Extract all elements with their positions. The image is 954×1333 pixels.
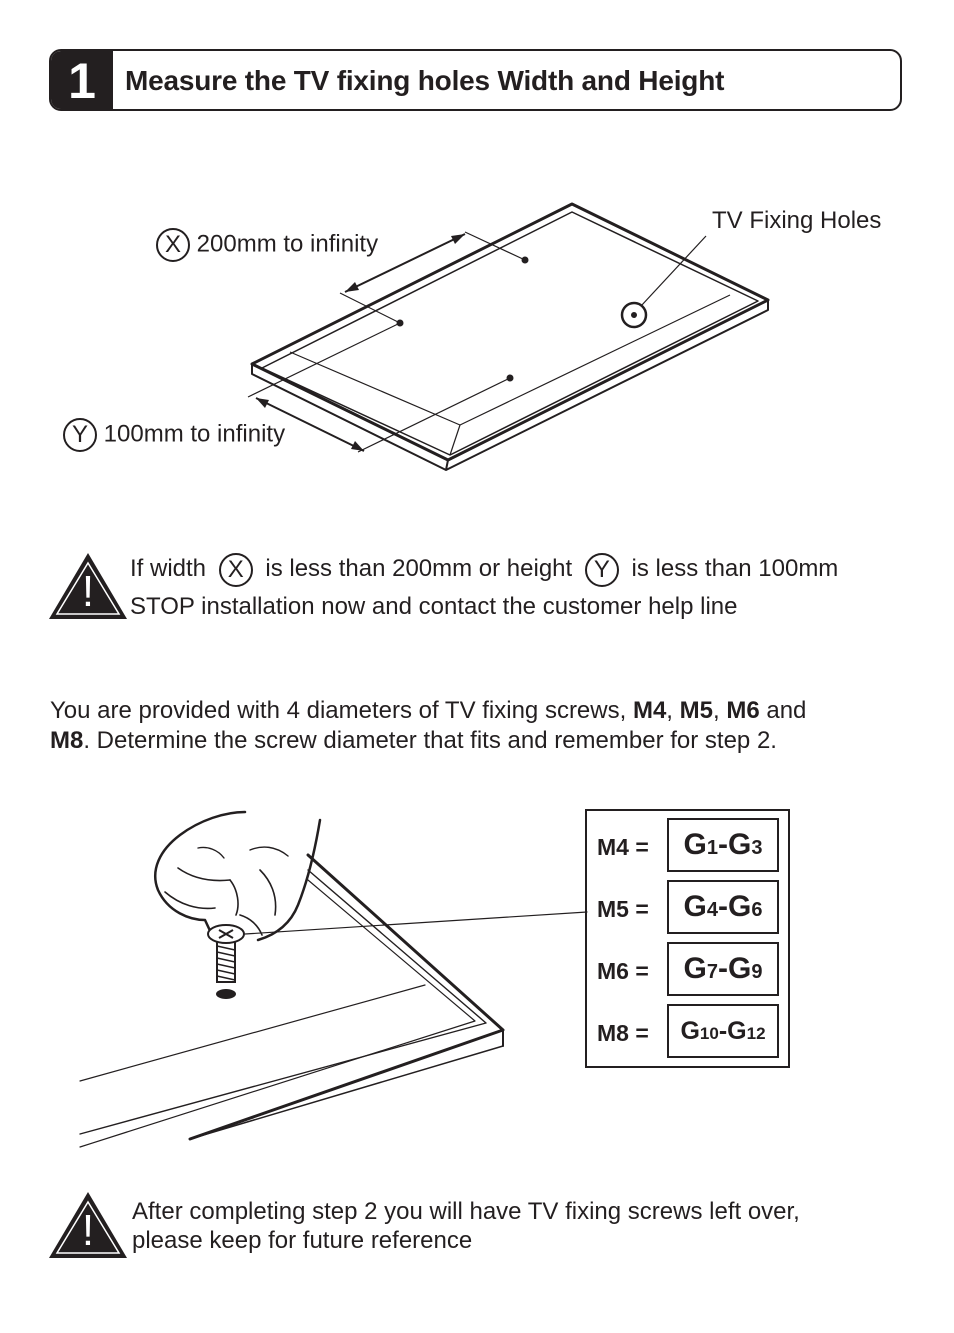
step-title: Measure the TV fixing holes Width and He… — [125, 65, 725, 96]
warning-mark: ! — [81, 1206, 95, 1255]
screw-group-box: G10-G12 — [667, 1004, 779, 1058]
warning2-line-2: please keep for future reference — [132, 1227, 473, 1254]
y-symbol: Y — [584, 552, 619, 587]
size-m5: M5 — [679, 697, 713, 724]
x-symbol: X — [156, 228, 190, 262]
holes-label: TV Fixing Holes — [712, 207, 882, 234]
y-dimension-label: Y 100mm to infinity — [63, 418, 285, 452]
y-symbol: Y — [63, 418, 97, 452]
screw-row-m8: M8 = G10-G12 — [587, 1004, 788, 1062]
size-m4: M4 — [632, 697, 667, 724]
warning-line-2: STOP installation now and contact the cu… — [130, 593, 738, 620]
screw-group-box: G4-G6 — [667, 880, 779, 934]
size-m6: M6 — [726, 697, 760, 724]
warning-line-1: If width X is less than 200mm or height … — [130, 550, 838, 588]
step-header: 1 Measure the TV fixing holes Width and … — [49, 49, 902, 111]
x-dimension-label: X 200mm to infinity — [156, 228, 378, 262]
screw-group-box: G7-G9 — [667, 942, 779, 996]
fixing-holes — [396, 256, 529, 382]
warning-triangle-icon — [49, 553, 127, 619]
size-m8: M8 — [50, 727, 84, 754]
screw-row-m5: M5 = G4-G6 — [587, 880, 788, 938]
screw-group-box: G1-G3 — [667, 818, 779, 872]
screw-size-table: M4 = G1-G3 M5 = G4-G6 M6 = G7-G9 M8 = G1… — [585, 809, 790, 1068]
warning-mark: ! — [81, 567, 95, 616]
warning2-line-1: After completing step 2 you will have TV… — [132, 1198, 800, 1225]
y-dimension-text: 100mm to infinity — [103, 420, 286, 448]
screw-row-m4: M4 = G1-G3 — [587, 818, 788, 876]
screw-row-m6: M6 = G7-G9 — [587, 942, 788, 1000]
step-number: 1 — [51, 51, 113, 109]
warning-triangle-icon — [49, 1192, 127, 1258]
x-symbol: X — [218, 552, 253, 587]
screw-info-paragraph: You are provided with 4 diameters of TV … — [50, 697, 807, 754]
screw-insertion-illustration — [79, 810, 588, 1148]
screw-icon — [207, 924, 245, 999]
x-dimension-text: 200mm to infinity — [196, 230, 379, 258]
tv-back-diagram — [247, 202, 770, 471]
